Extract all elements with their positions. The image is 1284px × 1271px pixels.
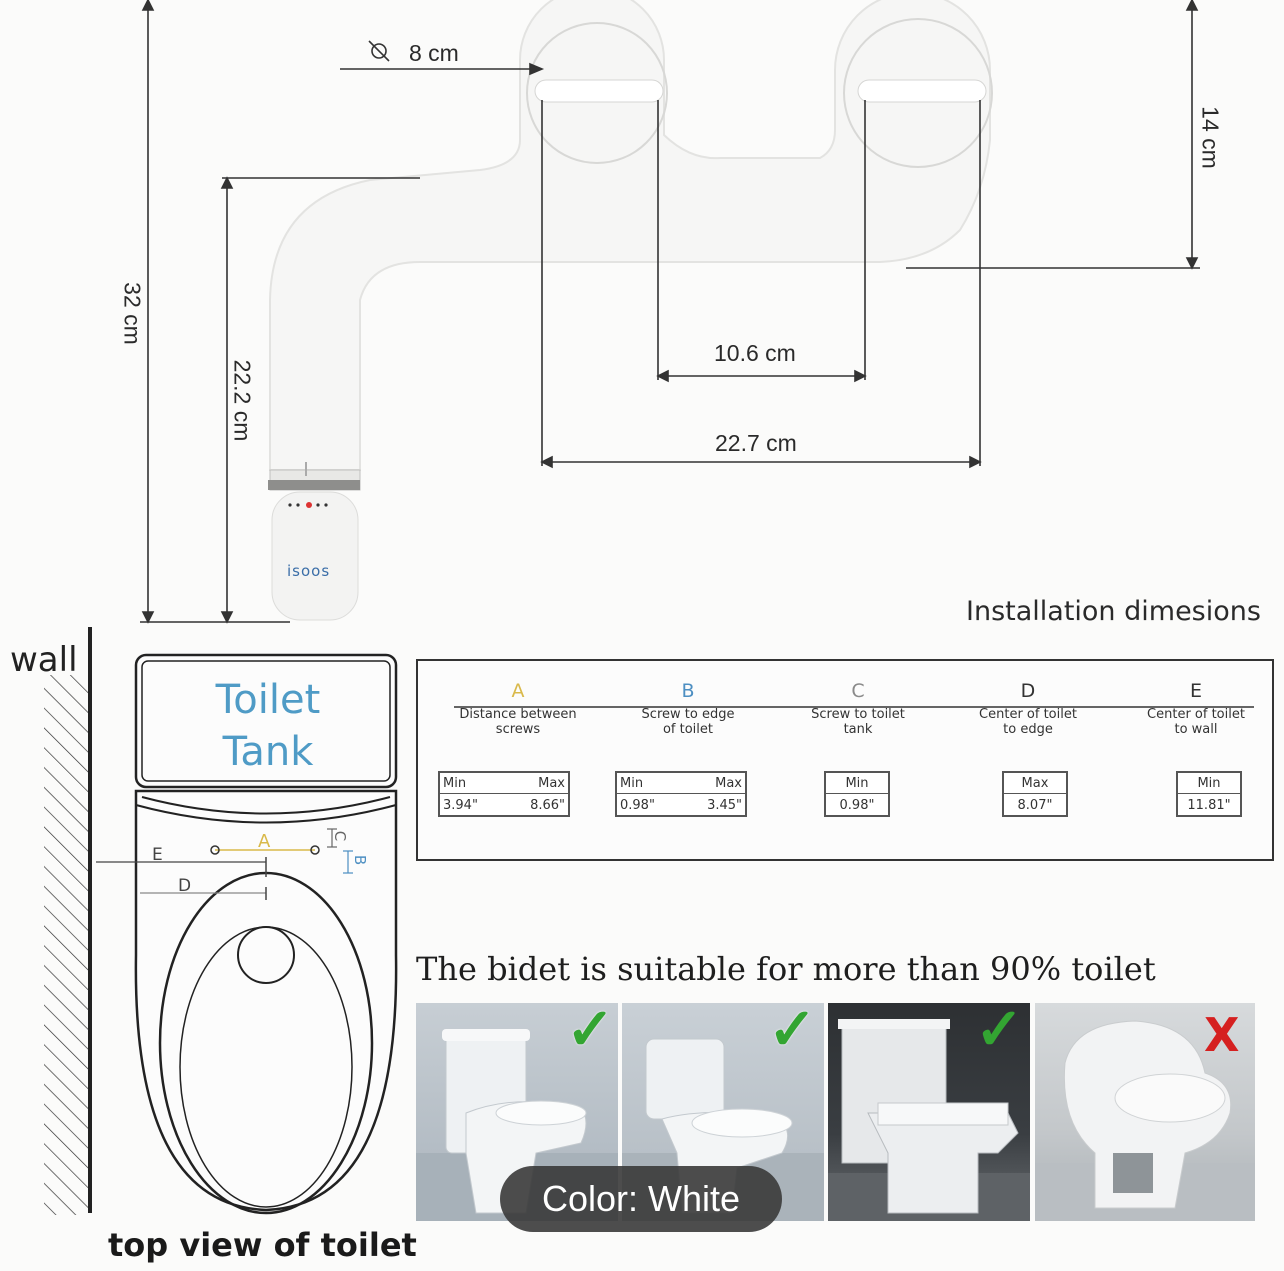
column-e: E Center of toilet to wall: [1116, 661, 1276, 737]
column-a: A Distance between screws: [438, 661, 598, 737]
dim-inner-distance: 10.6 cm: [714, 340, 796, 366]
column-c-desc: Screw to toilet tank: [811, 707, 905, 737]
wall-label: wall: [10, 640, 78, 680]
diameter-icon: [368, 40, 390, 62]
check-icon: ✓: [975, 997, 1024, 1062]
column-b-desc: Screw to edge of toilet: [641, 707, 735, 737]
check-icon: ✓: [768, 997, 817, 1062]
dim-depth: 14 cm: [1197, 106, 1224, 169]
mount-slot-left: [534, 79, 664, 103]
marker-c: C: [331, 830, 350, 842]
column-b-letter: B: [681, 680, 695, 702]
mount-hole-right: [843, 18, 993, 168]
marker-d: D: [178, 876, 192, 896]
column-e-values: Min 11.81": [1176, 771, 1242, 817]
brand-logo: isoos: [287, 562, 331, 580]
mount-hole-left: [526, 22, 668, 164]
bidet-body: [268, 0, 991, 621]
column-b: B Screw to edge of toilet: [608, 661, 768, 737]
marker-a: A: [258, 831, 271, 852]
column-d: D Center of toilet to edge: [948, 661, 1108, 737]
column-d-letter: D: [1020, 680, 1036, 702]
toilet-tank: [134, 653, 398, 789]
color-badge[interactable]: Color: White: [500, 1166, 782, 1232]
photo-square-toilet: [828, 1003, 1030, 1221]
mount-slot-right: [857, 79, 987, 103]
column-d-desc: Center of toilet to edge: [979, 707, 1077, 737]
column-a-desc: Distance between screws: [459, 707, 577, 737]
column-c: C Screw to toilet tank: [778, 661, 938, 737]
installation-title: Installation dimesions: [966, 596, 1261, 627]
dim-outer-distance: 22.7 cm: [715, 430, 797, 456]
check-icon: ✓: [566, 997, 615, 1062]
dim-hole-diameter: 8 cm: [409, 40, 459, 66]
column-e-letter: E: [1189, 680, 1202, 702]
toilet-drain: [237, 926, 295, 984]
column-c-values: Min 0.98": [824, 771, 890, 817]
column-d-values: Max 8.07": [1002, 771, 1068, 817]
marker-b: B: [351, 854, 370, 866]
column-e-desc: Center of toilet to wall: [1147, 707, 1245, 737]
wall-hatch: [44, 675, 88, 1215]
suitability-headline: The bidet is suitable for more than 90% …: [416, 950, 1156, 988]
toilet-tank-label: Toilet Tank: [215, 677, 321, 775]
toilet-top-view: [44, 627, 398, 1215]
photo-round-skirted-toilet: [1035, 1003, 1255, 1221]
dim-arm-length: 22.2 cm: [229, 359, 256, 442]
column-a-letter: A: [511, 680, 525, 702]
top-view-caption: top view of toilet: [108, 1226, 417, 1264]
dim-total-length: 32 cm: [119, 282, 146, 345]
cross-icon: X: [1204, 1008, 1240, 1062]
bidet-dimension-diagram: [140, 0, 1200, 624]
marker-e: E: [152, 845, 163, 865]
column-c-letter: C: [851, 680, 865, 702]
